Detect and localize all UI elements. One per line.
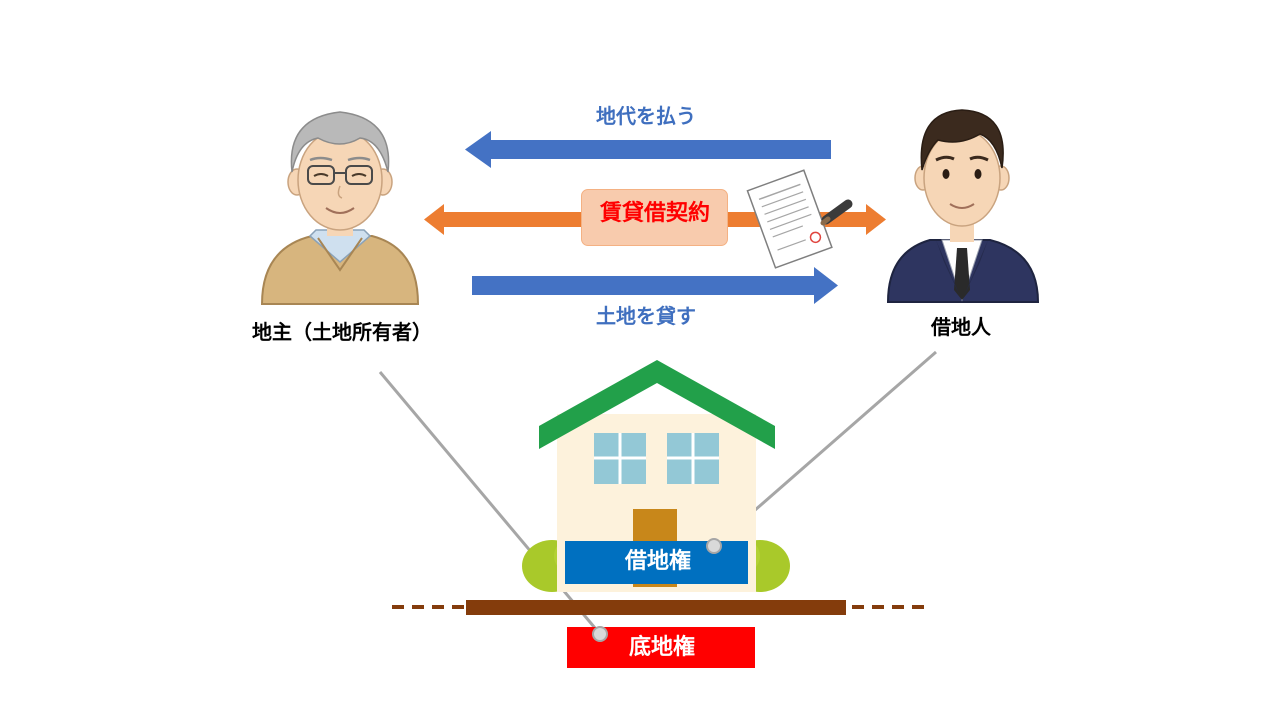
contract-document-icon (746, 169, 833, 269)
pay-rent-arrow (465, 131, 831, 168)
leaseholder-label: 借地人 (931, 315, 991, 339)
lend-land-arrow (472, 267, 838, 304)
elderly-man-icon (260, 111, 420, 305)
contract-label-box (581, 189, 728, 246)
lend-land-label: 土地を貸す (596, 304, 696, 328)
leasehold-right-label: 借地権 (624, 549, 691, 574)
pen-icon (820, 199, 853, 226)
land-right-label: 底地権 (628, 635, 695, 660)
landowner-label: 地主（土地所有者） (252, 320, 432, 344)
pay-rent-label: 地代を払う (596, 104, 696, 128)
ground-line (392, 600, 926, 615)
connector-dot-leaseholder (706, 538, 722, 554)
house-window-left (594, 433, 646, 484)
connector-dot-landowner (592, 626, 608, 642)
businessman-icon (886, 109, 1040, 303)
contract-label: 賃貸借契約 (599, 201, 710, 226)
house-window-right (667, 433, 719, 484)
